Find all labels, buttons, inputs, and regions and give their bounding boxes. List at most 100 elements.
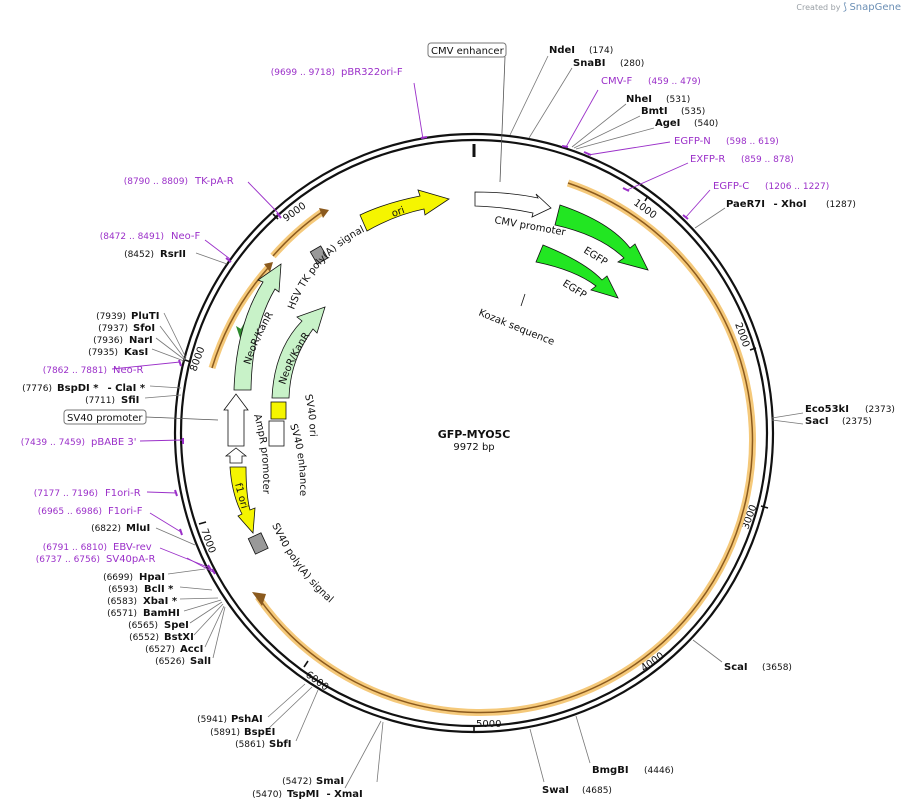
features bbox=[223, 189, 649, 555]
site-sfii-pos: (7711) bbox=[85, 396, 115, 406]
site-agei-pos: (540) bbox=[694, 119, 718, 129]
enzyme-labels: NdeI (174) SnaBI (280) NheI (531) BmtI (… bbox=[22, 45, 895, 800]
primer-cmvf: CMV-F bbox=[601, 76, 632, 87]
ruler-ticks bbox=[184, 195, 769, 732]
ampr-promoter-label: AmpR promoter bbox=[251, 413, 271, 495]
primer-pbabe-pos: (7439 .. 7459) bbox=[21, 438, 85, 448]
orf-arc-large bbox=[255, 179, 756, 717]
site-scai: ScaI bbox=[724, 662, 748, 673]
plasmid-name: GFP-MYO5C bbox=[438, 428, 511, 441]
site-bcli: BclI * bbox=[144, 584, 174, 595]
primer-neor-pos: (7862 .. 7881) bbox=[43, 366, 107, 376]
sv40-polya-box bbox=[247, 532, 269, 555]
site-mlui-pos: (6822) bbox=[91, 524, 121, 534]
primer-pbabe: pBABE 3' bbox=[91, 437, 137, 448]
ampr-promoter-arrow bbox=[223, 393, 249, 447]
primer-egfpn: EGFP-N bbox=[674, 136, 711, 147]
svg-text:AmpR promoter: AmpR promoter bbox=[251, 413, 271, 495]
site-nhei: NheI bbox=[626, 94, 652, 105]
primer-egfpn-pos: (598 .. 619) bbox=[726, 137, 779, 147]
site-bspdi: BspDI * bbox=[57, 383, 99, 394]
cmv-enhancer-pointer bbox=[499, 56, 506, 183]
site-bstxi-pos: (6552) bbox=[129, 633, 159, 643]
site-ndei: NdeI bbox=[549, 45, 575, 56]
primer-ebvrev: EBV-rev bbox=[113, 542, 152, 553]
site-spei: SpeI bbox=[164, 620, 189, 631]
primer-marks bbox=[174, 136, 689, 575]
site-pshai-pos: (5941) bbox=[197, 715, 227, 725]
primer-neor: Neo-R bbox=[113, 365, 144, 376]
tick-label-9000: 9000 bbox=[281, 201, 308, 225]
site-saci-pos: (2375) bbox=[842, 417, 872, 427]
credit-line: Created by ⟆ SnapGene bbox=[796, 2, 901, 13]
primer-pbr322: pBR322ori-F bbox=[341, 67, 403, 78]
primer-f1orir: F1ori-R bbox=[105, 488, 141, 499]
kozak-pointer bbox=[520, 293, 526, 307]
neor-arrow-2 bbox=[271, 306, 326, 399]
f1-ori-arrow bbox=[229, 466, 256, 534]
site-bmti-pos: (535) bbox=[681, 107, 705, 117]
egfp-arrow-1 bbox=[554, 204, 649, 271]
primer-sv40par: SV40pA-R bbox=[106, 554, 155, 565]
orf-large-arrowhead bbox=[252, 592, 266, 606]
plasmid-size: 9972 bp bbox=[453, 442, 494, 453]
primer-cmvf-pos: (459 .. 479) bbox=[648, 77, 701, 87]
tick-label-8000: 8000 bbox=[188, 345, 207, 373]
cmv-enhancer-label: CMV enhancer bbox=[431, 46, 505, 57]
site-kasi: KasI bbox=[124, 347, 148, 358]
primer-tkpar: TK-pA-R bbox=[194, 176, 234, 187]
site-spei-pos: (6565) bbox=[128, 621, 158, 631]
site-clai: - ClaI * bbox=[104, 383, 146, 394]
credit-text: Created by bbox=[796, 3, 841, 12]
brand-name: SnapGene bbox=[849, 2, 901, 13]
primer-f1orif-pos: (6965 .. 6986) bbox=[38, 507, 102, 517]
orf-top-left-arrowhead bbox=[319, 208, 329, 218]
primer-pbr322-pos: (9699 .. 9718) bbox=[271, 68, 335, 78]
site-swai-pos: (4685) bbox=[582, 786, 612, 796]
site-acci: AccI bbox=[180, 644, 203, 655]
primer-neof: Neo-F bbox=[171, 231, 201, 242]
sv40-ori-label: SV40 ori bbox=[302, 393, 318, 437]
ori-arrow bbox=[359, 189, 450, 232]
primer-labels: (9699 .. 9718) pBR322ori-F CMV-F (459 ..… bbox=[21, 67, 830, 565]
primer-pointers bbox=[111, 82, 711, 573]
site-bcli-pos: (6593) bbox=[108, 585, 138, 595]
site-hpai: HpaI bbox=[139, 572, 165, 583]
site-bspei-pos: (5891) bbox=[210, 728, 240, 738]
site-sbfi-pos: (5861) bbox=[235, 740, 265, 750]
site-eco53ki: Eco53kI bbox=[805, 404, 849, 415]
egfp-arrow-2 bbox=[535, 244, 619, 299]
primer-sv40par-pos: (6737 .. 6756) bbox=[36, 555, 100, 565]
primer-ebvrev-pos: (6791 .. 6810) bbox=[43, 543, 107, 553]
ampr-small-arrow bbox=[224, 447, 248, 464]
primer-neof-pos: (8472 .. 8491) bbox=[100, 232, 164, 242]
site-sali-pos: (6526) bbox=[155, 657, 185, 667]
svg-text:SV40 poly(A) signal: SV40 poly(A) signal bbox=[269, 522, 335, 606]
site-tspmi-pos: (5470) bbox=[252, 790, 282, 800]
site-nari-pos: (7936) bbox=[93, 336, 123, 346]
primer-f1orir-pos: (7177 .. 7196) bbox=[34, 489, 98, 499]
hsv-polya-box bbox=[309, 245, 329, 265]
egfp-label-2: EGFP bbox=[560, 278, 588, 301]
orf-left-arrowhead bbox=[264, 262, 273, 272]
site-sfoi-pos: (7937) bbox=[98, 324, 128, 334]
neor-orf-arrowhead bbox=[236, 326, 246, 338]
hsv-label: HSV TK poly(A) signal bbox=[286, 224, 366, 311]
kozak-label: Kozak sequence bbox=[477, 308, 556, 348]
primer-f1orif: F1ori-F bbox=[108, 506, 143, 517]
site-agei: AgeI bbox=[655, 118, 680, 129]
site-hpai-pos: (6699) bbox=[103, 573, 133, 583]
snapgene-logo: ⟆ bbox=[842, 2, 847, 13]
primer-egfpc: EGFP-C bbox=[713, 181, 749, 192]
site-sfii: SfiI bbox=[121, 395, 139, 406]
site-saci: SacI bbox=[805, 416, 829, 427]
site-xbai: XbaI * bbox=[143, 596, 178, 607]
site-rsrii: RsrII bbox=[160, 249, 186, 260]
site-rsrii-pos: (8452) bbox=[124, 250, 154, 260]
site-bmti: BmtI bbox=[641, 106, 668, 117]
sv40-promoter-label: SV40 promoter bbox=[67, 413, 143, 424]
site-sali: SalI bbox=[190, 656, 211, 667]
primer-exfpr-pos: (859 .. 878) bbox=[741, 155, 794, 165]
site-bspdi-pos: (7776) bbox=[22, 384, 52, 394]
